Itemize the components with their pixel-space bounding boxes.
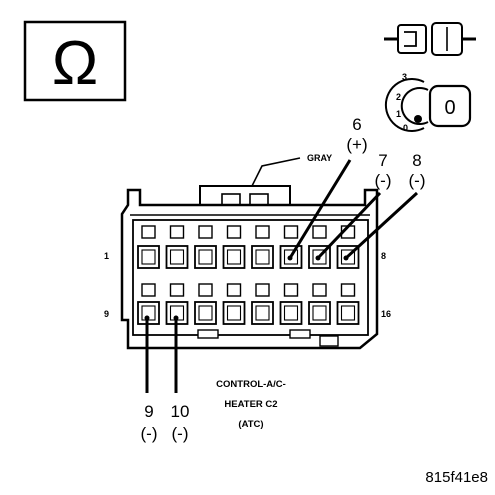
ohm-icon: Ω (52, 29, 98, 98)
pin-label-9: 9 (104, 309, 109, 319)
probe-labels: 6 (+) 7 (-) 8 (-) 9 (-) 10 (-) (141, 115, 426, 443)
connector-caption: CONTROL-A/C- HEATER C2 (ATC) (216, 379, 286, 430)
ignition-switch-icon: 3 2 1 0 0 (384, 72, 472, 133)
ignition-position-0: 0 (403, 123, 408, 133)
pin-latch (226, 225, 242, 239)
probe-polarity-6: (+) (346, 135, 367, 154)
pin-terminal (226, 305, 242, 321)
pin-latch (312, 283, 327, 297)
pin-latch (340, 283, 356, 297)
pin-terminal (312, 305, 327, 321)
pin-latch (255, 225, 270, 239)
battery-disconnect-icon (384, 22, 476, 56)
ignition-position-3: 3 (402, 72, 407, 82)
pin-terminal (198, 305, 213, 321)
pin-terminal (226, 249, 242, 265)
pin-label-1: 1 (104, 251, 109, 261)
probe-pin-8: 8 (412, 151, 421, 170)
pin-cavity-11 (194, 301, 217, 325)
probe-polarity-7: (-) (375, 171, 392, 190)
pin-terminal (340, 249, 356, 265)
pin-terminal (283, 249, 299, 265)
probe-polarity-10: (-) (172, 424, 189, 443)
pin-cavity-12 (222, 301, 246, 325)
caption-line-3: (ATC) (238, 419, 263, 430)
pin-latch (169, 225, 185, 239)
pin-latch (283, 225, 299, 239)
ignition-position-1: 1 (396, 109, 401, 119)
pin-latch (255, 283, 270, 297)
probe-pin-10: 10 (171, 402, 190, 421)
pin-terminal (312, 249, 327, 265)
pin-terminal (255, 249, 270, 265)
probe-pin-7: 7 (378, 151, 387, 170)
probe-polarity-8: (-) (409, 171, 426, 190)
pin-cavity-14 (279, 301, 303, 325)
pin-terminal (283, 305, 299, 321)
ohmmeter-symbol: Ω (23, 20, 127, 102)
ignition-position-2: 2 (396, 92, 401, 102)
pin-latch (198, 225, 213, 239)
probe-leads (144, 159, 419, 393)
caption-line-2: HEATER C2 (224, 399, 277, 410)
key-position-label: 0 (444, 97, 455, 119)
pin-label-16: 16 (381, 309, 391, 319)
pin-latch (198, 283, 213, 297)
pin-terminal (141, 249, 156, 265)
pin-cavity-5 (251, 245, 274, 269)
pin-terminal (169, 249, 185, 265)
pin-cavity-1 (137, 245, 160, 269)
probe-pin-6: 6 (352, 115, 361, 134)
pin-terminal (198, 249, 213, 265)
pin-latch (226, 283, 242, 297)
pin-cavity-4 (222, 245, 246, 269)
wire-color-label: GRAY (307, 153, 332, 163)
caption-line-1: CONTROL-A/C- (216, 379, 286, 390)
pin-terminal (255, 305, 270, 321)
figure-id: 815f41e8 (425, 469, 488, 486)
pin-latch (141, 225, 156, 239)
pin-cavity-15 (308, 301, 331, 325)
pin-terminal (340, 305, 356, 321)
pin-cavity-13 (251, 301, 274, 325)
pin-latch (312, 225, 327, 239)
pin-latch (283, 283, 299, 297)
pin-cavity-16 (336, 301, 360, 325)
pin-label-8: 8 (381, 251, 386, 261)
pin-cavity-2 (165, 245, 189, 269)
probe-pin-9: 9 (144, 402, 153, 421)
pin-latch (169, 283, 185, 297)
probe-polarity-9: (-) (141, 424, 158, 443)
pin-latch (141, 283, 156, 297)
pin-cavity-3 (194, 245, 217, 269)
